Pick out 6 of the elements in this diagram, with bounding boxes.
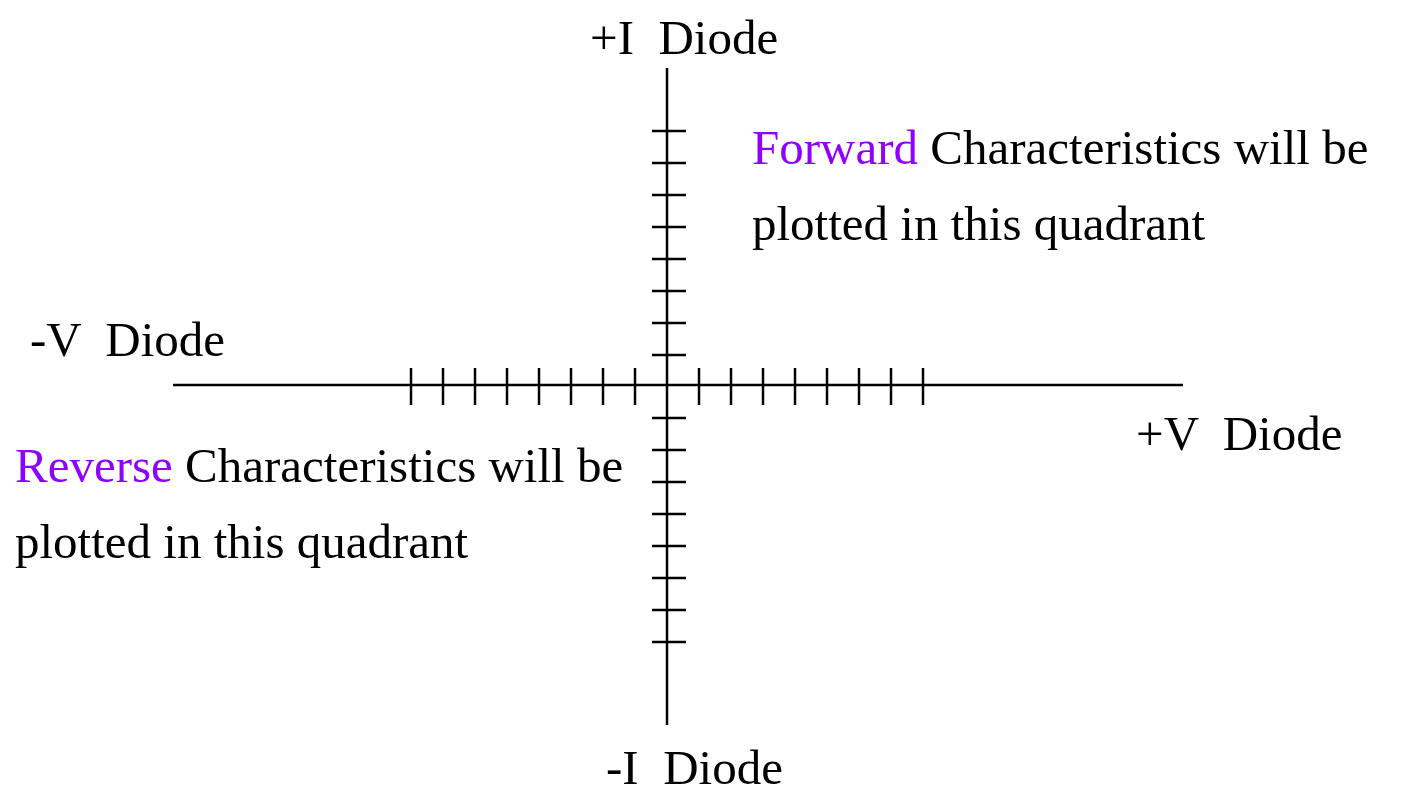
axis-label: +I Diode xyxy=(590,9,779,67)
axis-label: -I Diode xyxy=(606,739,783,793)
quadrant-note: Forward Characteristics will be plotted in this quadrant xyxy=(752,119,1370,253)
axis-label: +V Diode xyxy=(1136,405,1343,463)
axis-label: -V Diode xyxy=(30,311,226,369)
quadrant-note: Reverse Characteristics will be plotted in this quadrant xyxy=(15,437,625,571)
